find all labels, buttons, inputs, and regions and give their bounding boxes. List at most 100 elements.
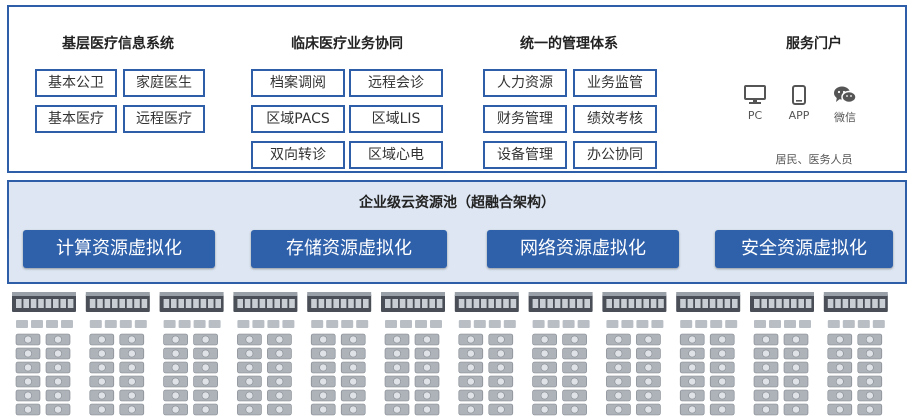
- server-bay: [680, 299, 686, 308]
- disk-drive: [119, 333, 145, 346]
- portal-pc: PC: [733, 85, 777, 122]
- disk-drive: [783, 389, 809, 402]
- drive-tray: [473, 320, 486, 328]
- server-bay: [510, 299, 517, 308]
- disk-drive: [384, 389, 410, 402]
- disk-drive: [753, 375, 779, 388]
- server-bay: [562, 299, 568, 308]
- disk-drive: [753, 333, 779, 346]
- disk-drive: [414, 389, 440, 402]
- server-bay: [850, 299, 856, 308]
- drive-tray: [458, 320, 471, 328]
- disk-drive: [783, 375, 809, 388]
- group-title: 临床医疗业务协同: [291, 36, 403, 52]
- disk-drive: [384, 361, 410, 374]
- server-bay: [422, 299, 428, 308]
- server-top: [528, 292, 593, 296]
- disk-drive: [119, 375, 145, 388]
- disk-drive: [414, 333, 440, 346]
- server-bay: [141, 299, 148, 308]
- disk-drive: [119, 403, 145, 416]
- disk-drive: [237, 389, 262, 402]
- disk-drive: [857, 403, 883, 416]
- disk-drive: [783, 403, 809, 416]
- compute-virtualization-block: 计算资源虚拟化: [23, 230, 215, 268]
- disk-drive: [532, 403, 557, 416]
- server-top: [750, 292, 814, 296]
- disk-drive: [163, 403, 188, 416]
- disk-drive: [857, 361, 883, 374]
- server-bay: [798, 299, 804, 308]
- disk-drive: [753, 403, 779, 416]
- server-bay: [636, 299, 642, 308]
- server-bay: [717, 299, 723, 308]
- server-bay: [606, 299, 612, 308]
- tag-hr: 人力资源: [483, 69, 567, 97]
- server-bay: [89, 299, 96, 308]
- disk-drive: [458, 347, 484, 360]
- server-unit: [159, 292, 224, 416]
- disk-drive: [562, 403, 587, 416]
- server-bay: [392, 299, 398, 308]
- server-top: [85, 292, 150, 296]
- disk-drive: [45, 347, 71, 360]
- disk-drive: [458, 375, 484, 388]
- disk-drive: [753, 361, 779, 374]
- drive-tray: [252, 320, 265, 328]
- disk-drive: [709, 347, 735, 360]
- drive-tray: [46, 320, 58, 328]
- disk-drive: [267, 361, 292, 374]
- server-bay: [754, 299, 760, 308]
- disk-drive: [163, 389, 188, 402]
- disk-drive: [193, 333, 218, 346]
- drive-tray: [400, 320, 412, 328]
- server-bay: [842, 299, 849, 308]
- disk-drive: [679, 375, 705, 388]
- server-bay: [399, 299, 406, 308]
- server-bay: [200, 299, 207, 308]
- server-bay: [244, 299, 251, 308]
- server-bay: [60, 299, 66, 308]
- server-bay: [577, 299, 583, 308]
- drive-tray: [237, 320, 250, 328]
- disk-drive: [827, 375, 853, 388]
- disk-drive: [709, 389, 735, 402]
- portal-wechat: 微信: [823, 85, 867, 125]
- disk-drive: [237, 333, 262, 346]
- disk-drive: [340, 403, 366, 416]
- disk-drive: [532, 333, 557, 346]
- drive-tray: [827, 320, 840, 328]
- disk-drive: [340, 375, 366, 388]
- server-bay: [45, 299, 52, 308]
- server-bay: [252, 299, 258, 308]
- disk-drive: [783, 361, 809, 374]
- server-bay: [259, 299, 266, 308]
- disk-drive: [753, 347, 779, 360]
- disk-drive: [679, 403, 705, 416]
- disk-drive: [119, 389, 145, 402]
- server-top: [12, 292, 76, 296]
- disk-drive: [15, 361, 41, 374]
- disk-drive: [45, 375, 71, 388]
- portal-audience: 居民、医务人员: [775, 153, 853, 166]
- service-portal: 服务门户 PC APP: [729, 7, 899, 171]
- server-bay: [97, 299, 103, 308]
- disk-drive: [827, 333, 853, 346]
- portal-app-label: APP: [788, 109, 810, 122]
- disk-drive: [340, 333, 366, 346]
- disk-drive: [458, 389, 484, 402]
- server-bay: [23, 299, 29, 308]
- application-layer-panel: 基层医疗信息系统 基本公卫 家庭医生 基本医疗 远程医疗 临床医疗业务协同 档案…: [7, 5, 907, 173]
- disk-drive: [562, 333, 587, 346]
- drive-tray: [415, 320, 427, 328]
- server-bay: [554, 299, 561, 308]
- drive-tray: [842, 320, 855, 328]
- storage-virtualization-block: 存储资源虚拟化: [251, 230, 447, 268]
- disk-drive: [340, 389, 366, 402]
- disk-drive: [636, 375, 661, 388]
- server-bay: [495, 299, 502, 308]
- disk-drive: [827, 347, 853, 360]
- disk-drive: [679, 389, 705, 402]
- disk-drive: [193, 361, 218, 374]
- server-bay: [215, 299, 221, 308]
